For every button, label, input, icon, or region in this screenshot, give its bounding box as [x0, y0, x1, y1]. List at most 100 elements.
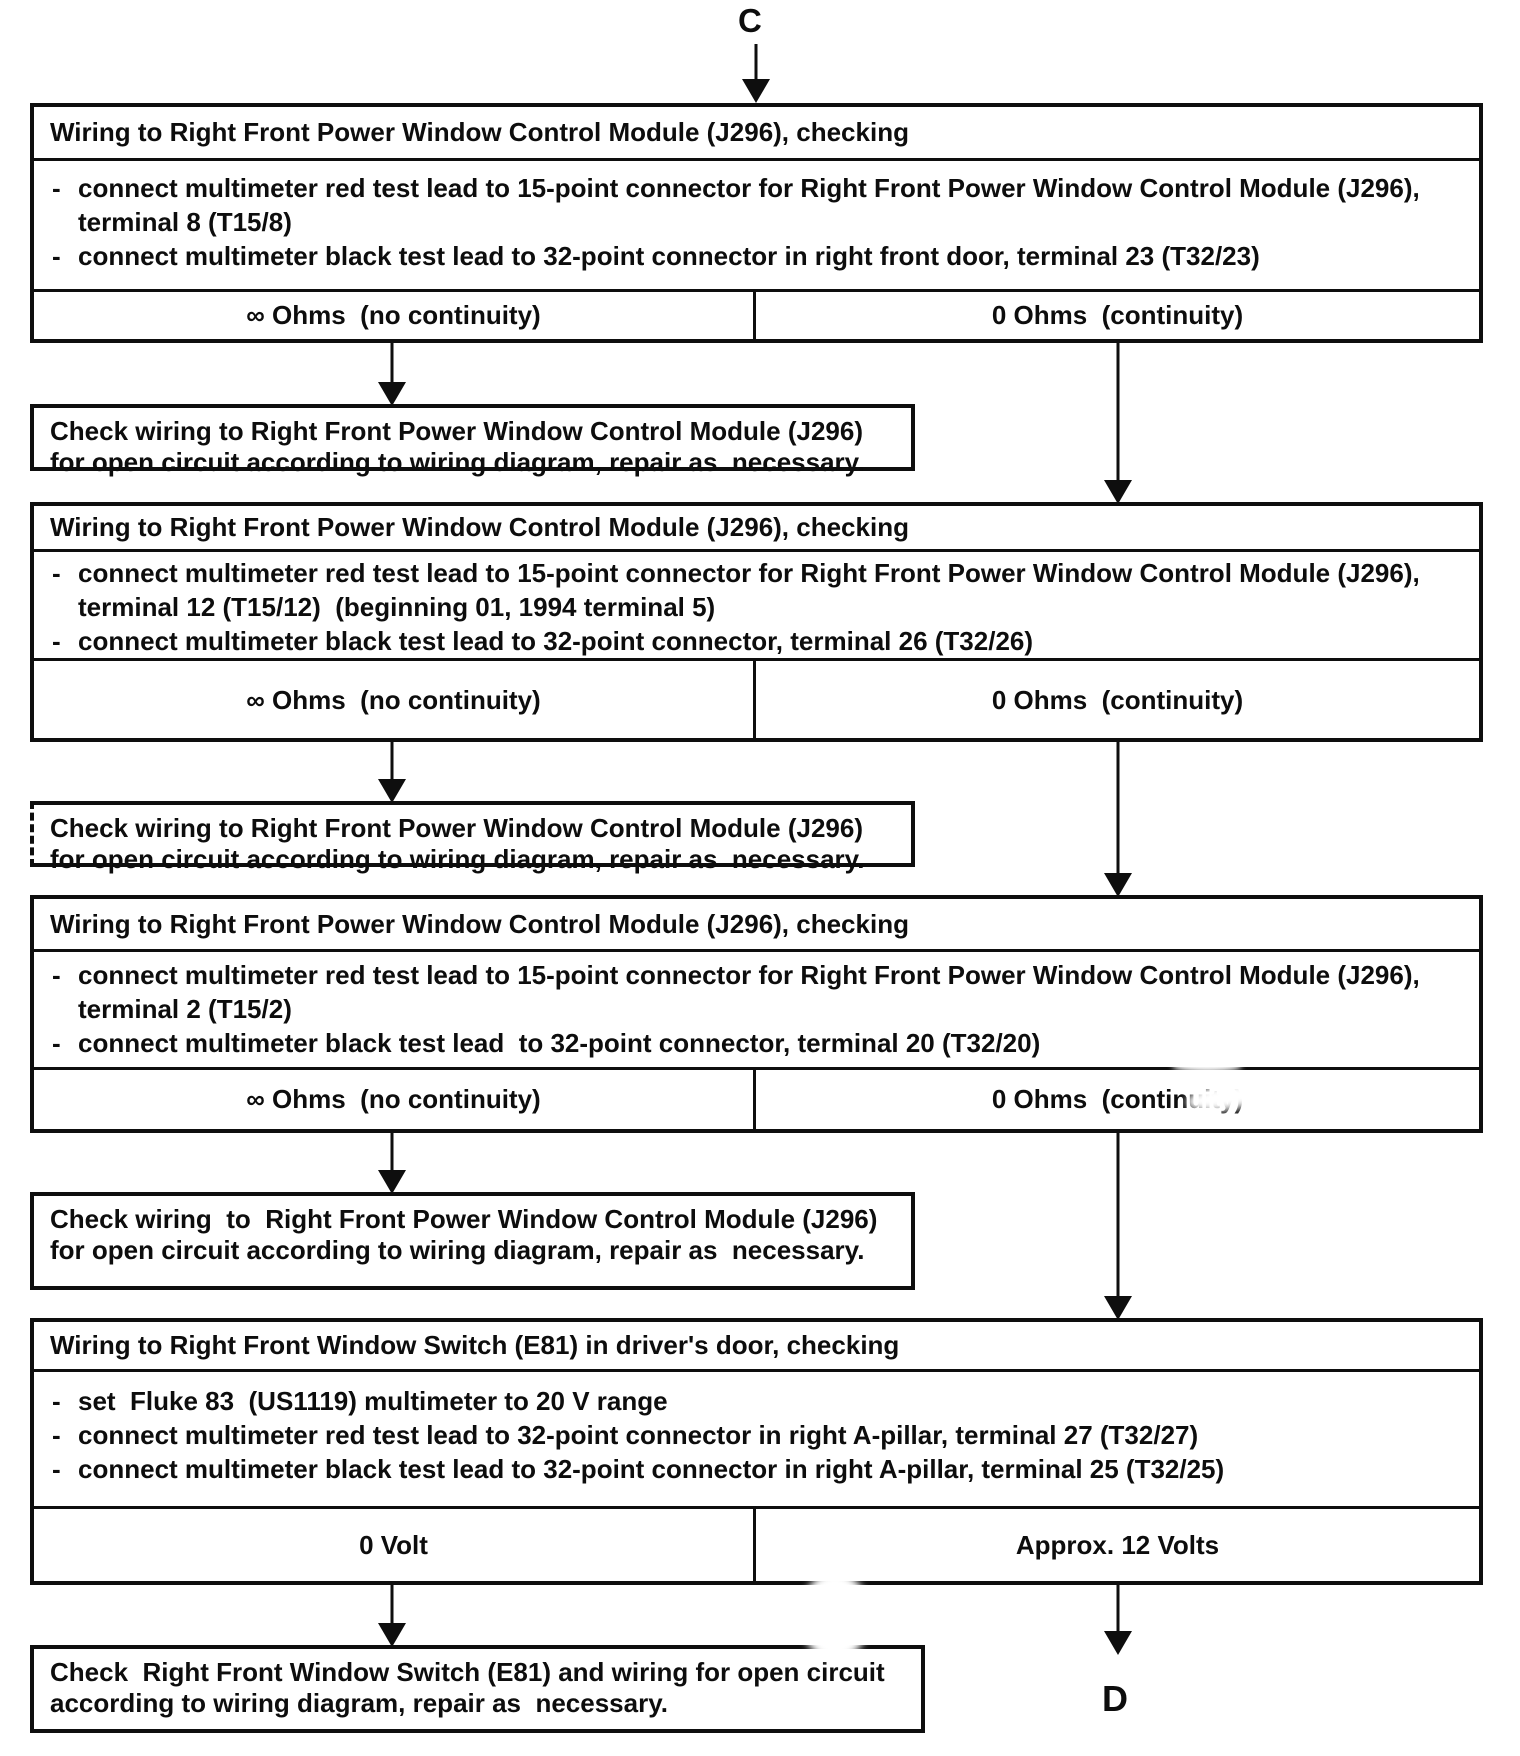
bullet-dash: -	[52, 960, 61, 990]
step-2-bullet-1: - connect multimeter red test lead to 15…	[52, 556, 1471, 624]
connector-label-c: C	[738, 2, 763, 39]
bullet-dash: -	[52, 1028, 61, 1058]
step-1-bullet-2-line-1: connect multimeter black test lead to 32…	[78, 241, 1260, 271]
arrow-step-1-no-continuity	[377, 343, 407, 406]
scan-artifact-bottom-blob	[800, 1572, 870, 1660]
check-box-3: Check wiring to Right Front Power Window…	[30, 1192, 915, 1290]
result-text: ∞ Ohms (no continuity)	[246, 684, 541, 715]
bullet-dash: -	[52, 1386, 61, 1416]
result-text: 0 Ohms (continuity)	[991, 300, 1244, 330]
step-4-bullet-2: - connect multimeter red test lead to 32…	[52, 1418, 1471, 1452]
arrow-step-4-0-volt	[377, 1585, 407, 1647]
step-1-body: - connect multimeter red test lead to 15…	[34, 161, 1479, 289]
arrow-step-3-no-continuity	[377, 1133, 407, 1194]
arrow-head-icon	[378, 779, 406, 803]
arrow-head-icon	[1104, 480, 1132, 504]
step-2-bullet-1-line-1: connect multimeter red test lead to 15-p…	[78, 558, 1420, 588]
step-box-3: Wiring to Right Front Power Window Contr…	[30, 895, 1483, 1133]
step-1-bullet-2: - connect multimeter black test lead to …	[52, 239, 1471, 273]
step-4-bullet-1: - set Fluke 83 (US1119) multimeter to 20…	[52, 1384, 1471, 1418]
step-3-bullet-2-line-1: connect multimeter black test lead to 32…	[78, 1028, 1041, 1058]
step-4-title: Wiring to Right Front Window Switch (E81…	[34, 1322, 1479, 1372]
check-1-line-1: Check wiring to Right Front Power Window…	[50, 416, 863, 446]
step-3-result-no-continuity: ∞ Ohms (no continuity)	[34, 1070, 756, 1129]
step-2-result-no-continuity: ∞ Ohms (no continuity)	[34, 661, 756, 739]
step-1-title-text: Wiring to Right Front Power Window Contr…	[50, 117, 909, 147]
step-3-result-continuity: 0 Ohms (continuity)	[756, 1070, 1479, 1129]
check-1-line-2: for open circuit according to wiring dia…	[50, 447, 865, 477]
result-text: ∞ Ohms (no continuity)	[246, 1084, 541, 1114]
check-2-line-2: for open circuit according to wiring dia…	[50, 844, 865, 874]
arrow-shaft	[390, 742, 394, 783]
result-text: ∞ Ohms (no continuity)	[246, 300, 541, 330]
step-4-result-12-volts: Approx. 12 Volts	[756, 1509, 1479, 1581]
step-2-result-continuity: 0 Ohms (continuity)	[756, 661, 1479, 739]
arrow-step-1-continuity	[1103, 343, 1133, 504]
arrow-head-icon	[1104, 873, 1132, 897]
step-4-result-0-volt: 0 Volt	[34, 1509, 756, 1581]
step-1-result-continuity: 0 Ohms (continuity)	[756, 292, 1479, 339]
step-4-bullet-1-line-1: set Fluke 83 (US1119) multimeter to 20 V…	[78, 1386, 668, 1416]
arrow-shaft	[390, 1585, 394, 1627]
check-box-1: Check wiring to Right Front Power Window…	[30, 404, 915, 477]
arrow-step-3-continuity	[1103, 1133, 1133, 1320]
arrow-head-icon	[1104, 1296, 1132, 1320]
step-box-2: Wiring to Right Front Power Window Contr…	[30, 502, 1483, 742]
check-box-2: Check wiring to Right Front Power Window…	[30, 801, 915, 874]
check-box-4: Check Right Front Window Switch (E81) an…	[30, 1645, 925, 1733]
arrow-shaft	[754, 44, 758, 83]
step-1-bullet-1-line-2: terminal 8 (T15/8)	[78, 207, 292, 237]
check-3-line-1: Check wiring to Right Front Power Window…	[50, 1204, 878, 1234]
step-4-bullet-3-line-1: connect multimeter black test lead to 32…	[78, 1454, 1225, 1484]
step-1-bullet-1: - connect multimeter red test lead to 15…	[52, 171, 1471, 239]
step-2-bullet-2: - connect multimeter black test lead to …	[52, 624, 1471, 658]
bullet-dash: -	[52, 241, 61, 271]
arrow-from-c	[741, 44, 771, 103]
step-1-results: ∞ Ohms (no continuity) 0 Ohms (continuit…	[34, 289, 1479, 339]
arrow-head-icon	[378, 1623, 406, 1647]
check-3-line-2: for open circuit according to wiring dia…	[50, 1235, 865, 1265]
bullet-dash: -	[52, 1454, 61, 1484]
step-1-result-no-continuity: ∞ Ohms (no continuity)	[34, 292, 756, 339]
arrow-head-icon	[378, 1170, 406, 1194]
step-4-results: 0 Volt Approx. 12 Volts	[34, 1506, 1479, 1581]
step-4-title-text: Wiring to Right Front Window Switch (E81…	[50, 1330, 900, 1360]
check-4-line-1: Check Right Front Window Switch (E81) an…	[50, 1657, 885, 1687]
step-2-body: - connect multimeter red test lead to 15…	[34, 552, 1479, 658]
step-3-title-text: Wiring to Right Front Power Window Contr…	[50, 908, 909, 939]
arrow-shaft	[390, 1133, 394, 1174]
step-2-results: ∞ Ohms (no continuity) 0 Ohms (continuit…	[34, 658, 1479, 739]
step-2-title-text: Wiring to Right Front Power Window Contr…	[50, 512, 909, 542]
arrow-shaft	[1116, 1133, 1120, 1300]
step-3-bullet-2: - connect multimeter black test lead to …	[52, 1026, 1471, 1060]
bullet-dash: -	[52, 173, 61, 203]
arrow-head-icon	[742, 79, 770, 103]
arrow-shaft	[1116, 742, 1120, 877]
arrow-step-2-continuity	[1103, 742, 1133, 897]
step-1-bullet-1-line-1: connect multimeter red test lead to 15-p…	[78, 173, 1420, 203]
result-text: 0 Volt	[359, 1529, 428, 1560]
arrow-head-icon	[378, 382, 406, 406]
step-1-title: Wiring to Right Front Power Window Contr…	[34, 107, 1479, 161]
connector-label-d: D	[1102, 1678, 1129, 1719]
check-4-line-2: according to wiring diagram, repair as n…	[50, 1688, 668, 1718]
step-4-bullet-2-line-1: connect multimeter red test lead to 32-p…	[78, 1420, 1199, 1450]
bullet-dash: -	[52, 558, 61, 588]
step-2-title: Wiring to Right Front Power Window Contr…	[34, 506, 1479, 552]
step-box-1: Wiring to Right Front Power Window Contr…	[30, 103, 1483, 343]
arrow-head-icon	[1104, 1631, 1132, 1655]
arrow-shaft	[1116, 343, 1120, 484]
step-3-bullet-1: - connect multimeter red test lead to 15…	[52, 958, 1471, 1026]
step-3-body: - connect multimeter red test lead to 15…	[34, 952, 1479, 1067]
step-4-body: - set Fluke 83 (US1119) multimeter to 20…	[34, 1372, 1479, 1506]
step-box-4: Wiring to Right Front Window Switch (E81…	[30, 1318, 1483, 1585]
step-2-bullet-1-line-2: terminal 12 (T15/12) (beginning 01, 1994…	[78, 592, 716, 622]
step-3-bullet-1-line-2: terminal 2 (T15/2)	[78, 994, 292, 1024]
check-2-line-1: Check wiring to Right Front Power Window…	[50, 813, 863, 843]
arrow-shaft	[1116, 1585, 1120, 1635]
arrow-step-2-no-continuity	[377, 742, 407, 803]
step-3-title: Wiring to Right Front Power Window Contr…	[34, 899, 1479, 952]
step-4-bullet-3: - connect multimeter black test lead to …	[52, 1452, 1471, 1486]
bullet-dash: -	[52, 1420, 61, 1450]
